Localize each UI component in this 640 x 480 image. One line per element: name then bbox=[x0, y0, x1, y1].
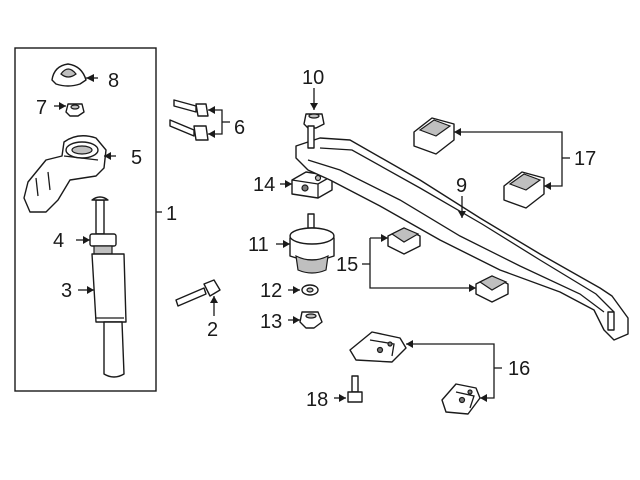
part-15-pads bbox=[362, 227, 509, 303]
part-11-bumper bbox=[276, 213, 335, 274]
shock-absorber bbox=[76, 196, 127, 378]
callout-8: 8 bbox=[108, 70, 119, 92]
part-17-clamps bbox=[413, 117, 570, 209]
part-5-mount-bracket bbox=[23, 135, 116, 213]
callout-3: 3 bbox=[61, 280, 72, 302]
part-2-long-bolt bbox=[175, 279, 221, 316]
part-8-upper-cap bbox=[51, 63, 98, 87]
callout-4: 4 bbox=[53, 230, 64, 252]
part-9-leaf-spring bbox=[295, 125, 629, 341]
callout-9: 9 bbox=[456, 175, 467, 197]
part-12-washer bbox=[288, 284, 319, 296]
callout-5: 5 bbox=[131, 147, 142, 169]
part-6-bolts bbox=[169, 99, 230, 141]
callout-18: 18 bbox=[306, 389, 328, 411]
callout-15: 15 bbox=[336, 254, 358, 276]
callout-10: 10 bbox=[302, 67, 324, 89]
callout-7: 7 bbox=[36, 97, 47, 119]
callout-11: 11 bbox=[248, 234, 269, 256]
callout-12: 12 bbox=[260, 280, 282, 302]
callout-14: 14 bbox=[253, 174, 275, 196]
part-10-nut bbox=[303, 88, 325, 129]
part-7-nut bbox=[54, 102, 85, 117]
callout-13: 13 bbox=[260, 311, 282, 333]
callout-1: 1 bbox=[166, 203, 177, 225]
part-16-brackets bbox=[349, 331, 502, 415]
callout-17: 17 bbox=[574, 148, 596, 170]
part-14-spacer bbox=[280, 171, 333, 199]
shock-assembly-box bbox=[14, 47, 157, 392]
callout-2: 2 bbox=[207, 319, 218, 341]
callout-6: 6 bbox=[234, 117, 245, 139]
callout-16: 16 bbox=[508, 358, 530, 380]
part-13-nut bbox=[288, 311, 323, 329]
part-18-bolt bbox=[334, 375, 363, 403]
